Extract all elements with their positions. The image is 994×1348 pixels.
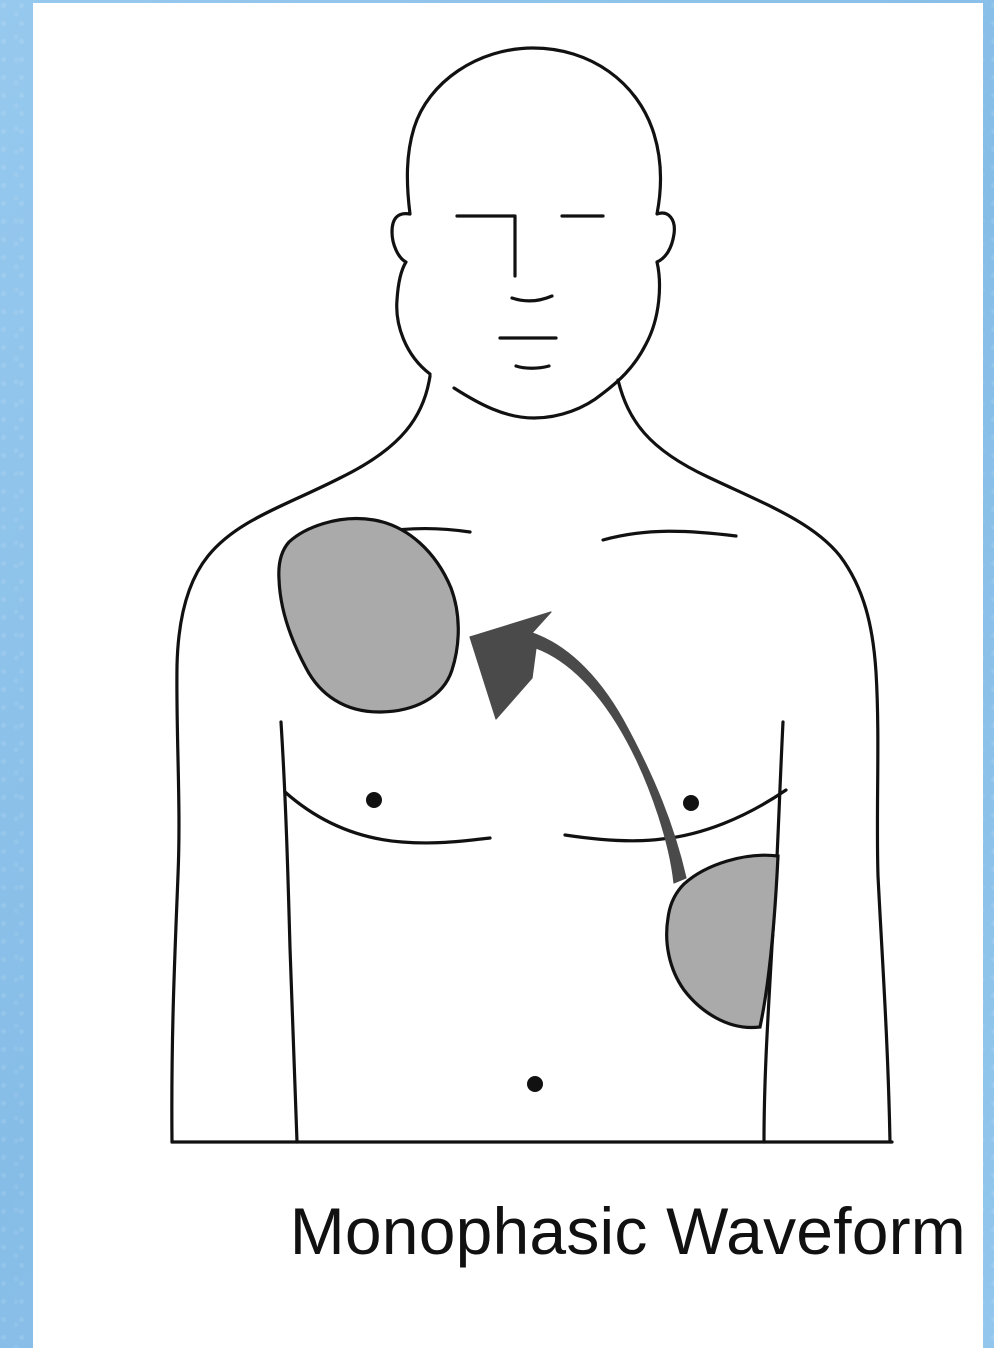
left-pectoral-line [285,792,490,843]
current-flow-arrow-icon [470,612,686,883]
navel-dot [527,1076,543,1092]
right-nipple-dot [683,795,699,811]
upper-right-chest-pad [279,519,458,712]
lower-left-chest-pad [667,855,778,1027]
mouth-lower [516,366,549,368]
torso-left-outline [172,376,430,1142]
left-nipple-dot [366,792,382,808]
left-eyebrow-nose-line [457,216,515,276]
left-arm-crease [281,722,297,1142]
right-pectoral-line [565,790,786,841]
right-collarbone [603,531,736,540]
diagram-caption: Monophasic Waveform [40,1198,966,1264]
nose-bottom [512,296,552,301]
head-outline [392,48,674,418]
